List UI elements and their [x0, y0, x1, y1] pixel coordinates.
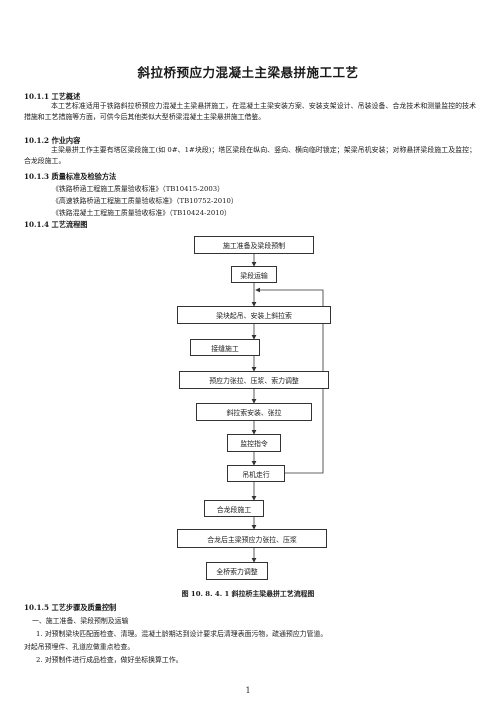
- document-title: 斜拉桥预应力混凝土主梁悬拼施工工艺: [137, 65, 359, 80]
- section-heading-quality-standards: 10.1.3 质量标准及检验方法: [24, 172, 117, 181]
- section-heading-process-steps: 10.1.5 工艺步骤及质量控制: [24, 603, 117, 612]
- section-heading-work-content: 10.1.2 作业内容: [24, 136, 81, 145]
- flow-step-post-closure-tensioning: 合龙后主梁预应力张拉、压浆: [177, 529, 327, 548]
- flow-step-segment-transport: 梁段运输: [231, 266, 277, 283]
- flow-step-monitoring-command: 监控指令: [227, 434, 281, 452]
- process-step-line: 一、施工准备、梁段预制及运输: [32, 617, 129, 625]
- flow-step-crane-travel: 吊机走行: [227, 465, 285, 482]
- section-heading-overview: 10.1.1 工艺概述: [24, 92, 81, 101]
- process-step-line: 2. 对预制件进行成品检查，做好坐标换算工作。: [36, 656, 183, 664]
- figure-caption: 图 10. 8. 4. 1 斜拉桥主梁悬拼工艺流程图: [181, 590, 315, 598]
- standard-item: 《铁路混凝土工程施工质量验收标准》（TB10424-2010）: [52, 209, 231, 217]
- flow-step-preparation: 施工准备及梁段预制: [194, 236, 314, 254]
- section-text-overview: 本工艺标准适用于铁路斜拉桥预应力混凝土主梁悬拼施工，在混凝土主梁安装方案、安装支…: [24, 102, 476, 121]
- process-step-line: 对起吊预埋件、孔道应做重点检查。: [24, 643, 135, 651]
- section-heading-flowchart: 10.1.4 工艺流程图: [24, 220, 88, 229]
- process-step-line: 1. 对预制梁块匹配面检查、清理。混凝土龄期达到设计要求后清理表面污物，疏通预应…: [36, 630, 328, 638]
- flow-step-cable-force-adjustment: 全桥索力调整: [206, 562, 268, 580]
- flow-step-closure-segment: 合龙段施工: [204, 500, 264, 517]
- flow-step-cable-installation: 斜拉索安装、张拉: [196, 403, 312, 421]
- section-text-work-content: 主梁悬拼工作主要有塔区梁段施工(如 0#、1#块段)；塔区梁段在纵向、竖向、横向…: [24, 146, 476, 165]
- standard-item: 《高速铁路桥涵工程施工质量验收标准》（TB10752-2010）: [52, 197, 238, 205]
- flow-step-lifting-installation: 梁块起吊、安装上斜拉索: [177, 306, 331, 324]
- flow-step-joint-construction: 接缝施工: [190, 339, 260, 356]
- flow-step-prestress-tensioning: 预应力张拉、压浆、索力调整: [179, 371, 329, 389]
- standard-item: 《铁路桥涵工程施工质量验收标准》（TB10415-2003）: [52, 185, 225, 193]
- page-number: 1: [245, 686, 251, 695]
